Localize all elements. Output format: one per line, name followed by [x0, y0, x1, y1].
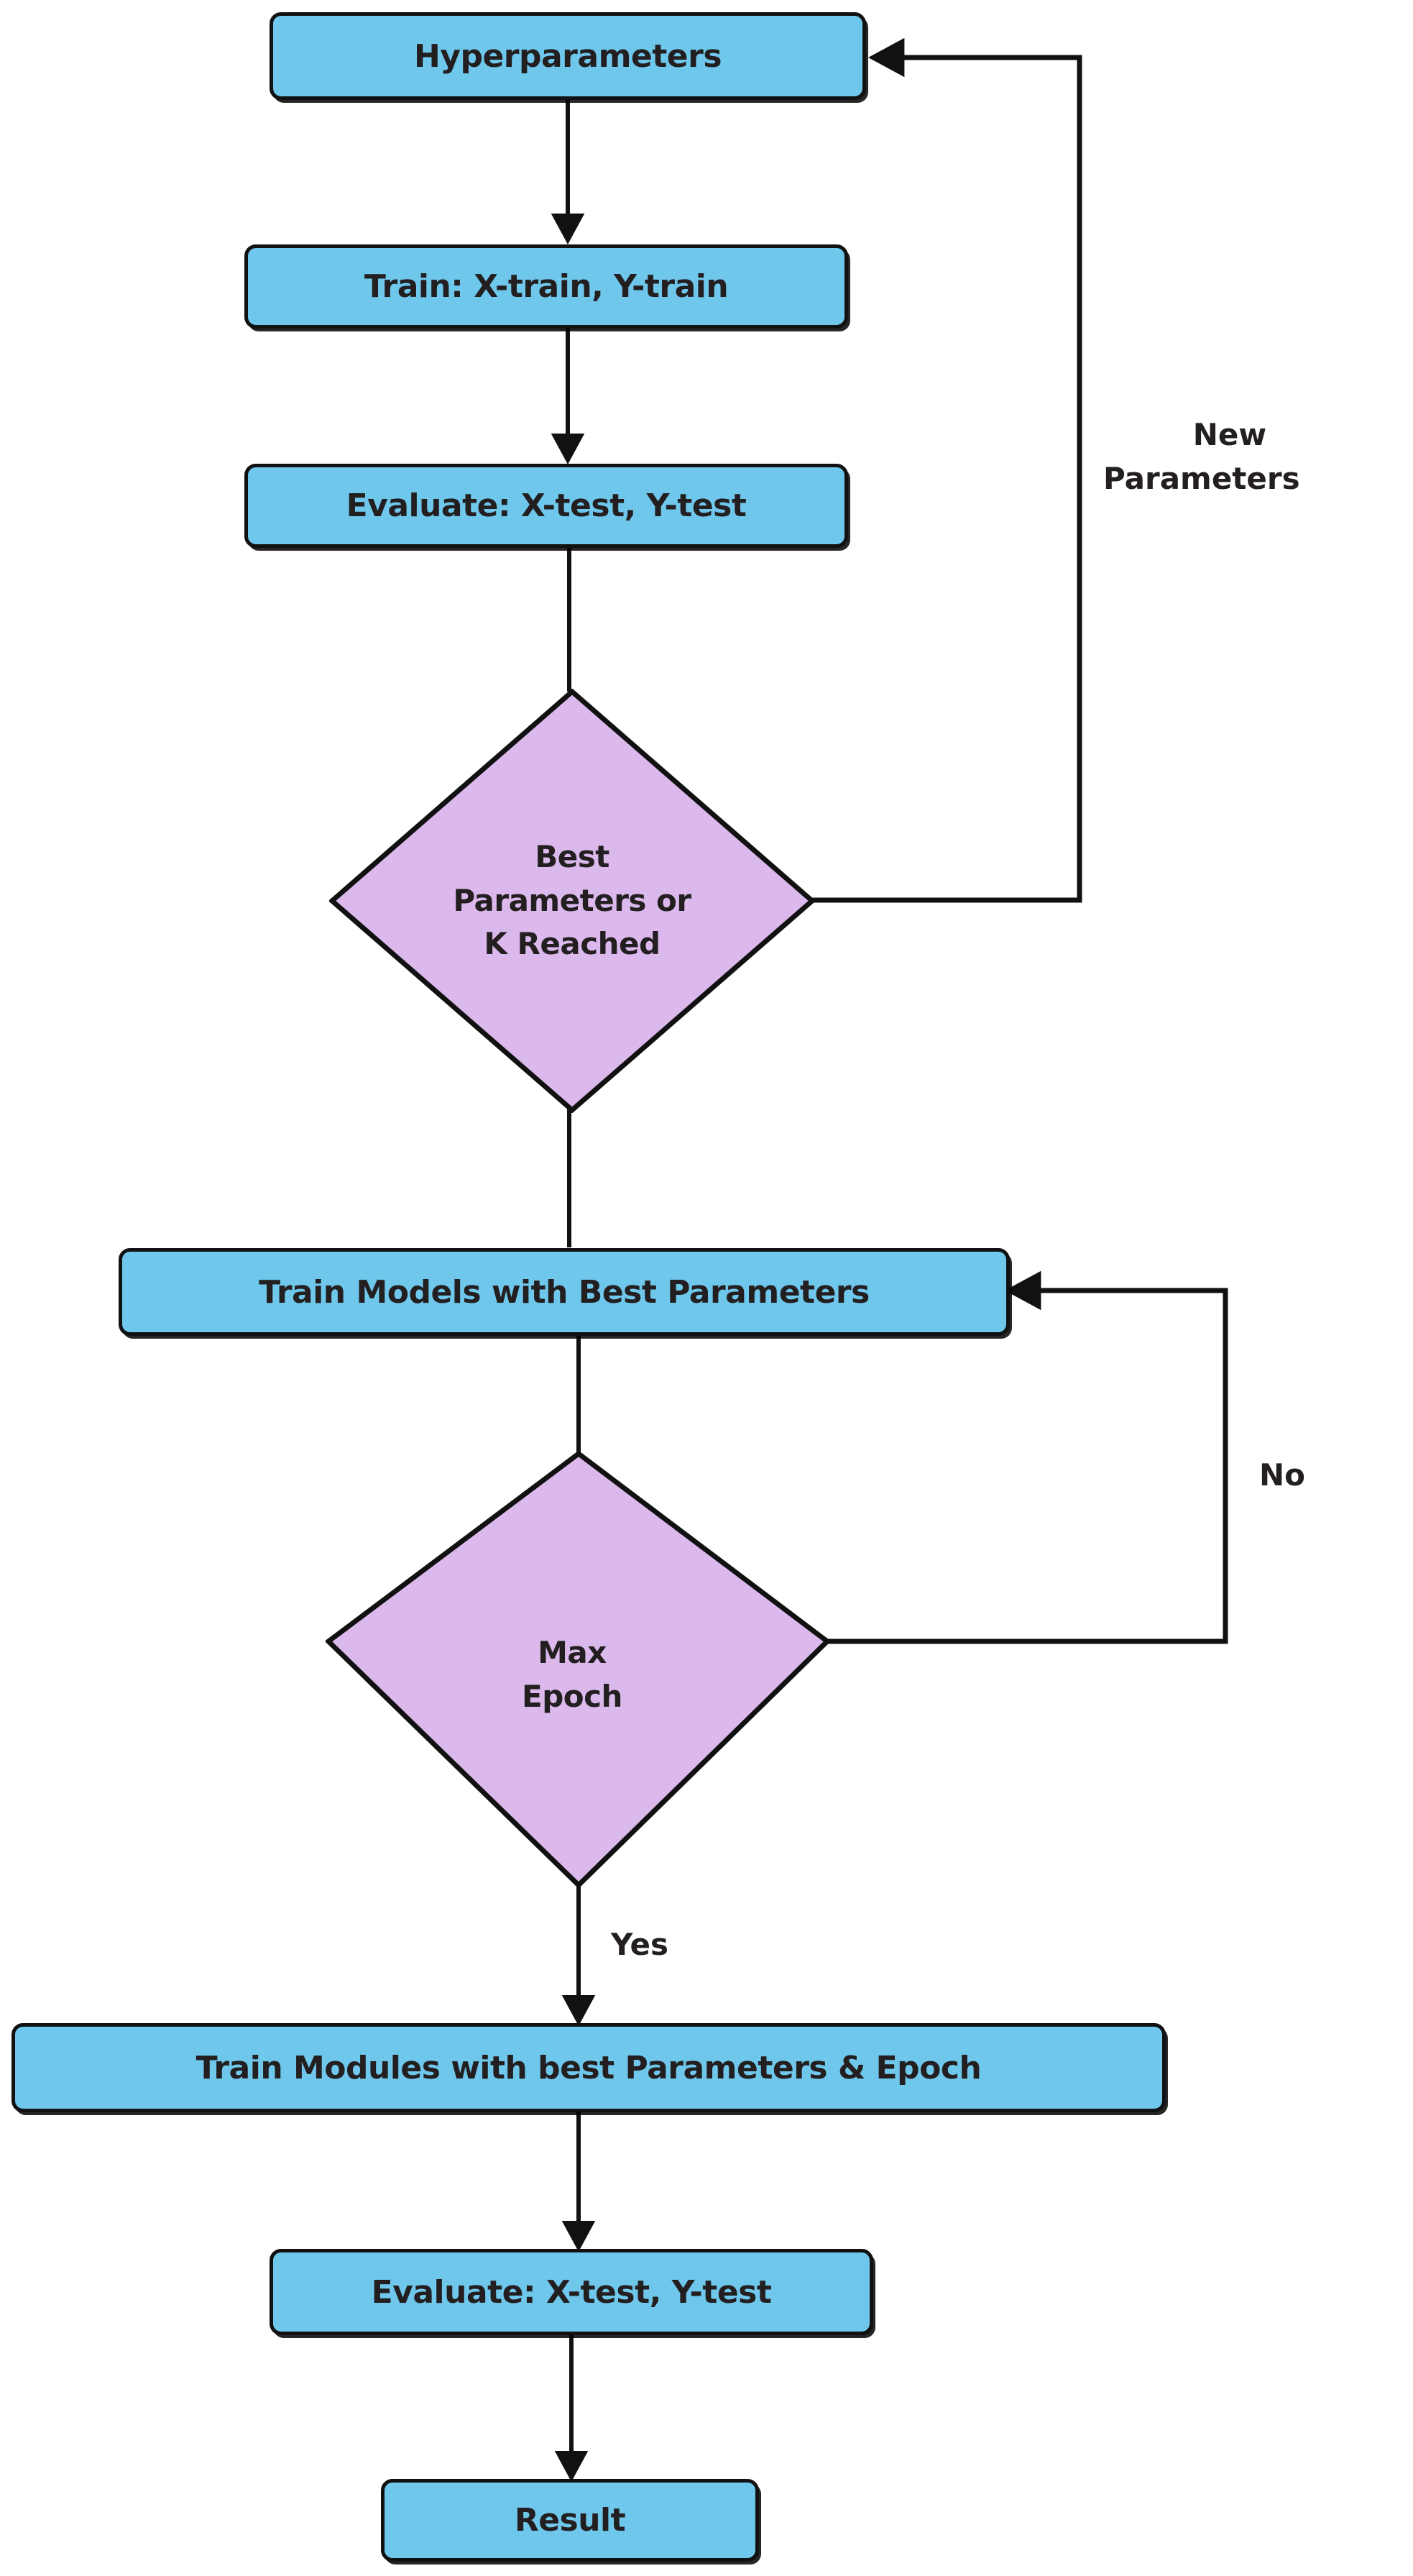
node-best-params-k[interactable]: Best Parameters or K Reached: [329, 689, 815, 1113]
node-evaluate-xy-2-label: Evaluate: X-test, Y-test: [371, 2273, 772, 2311]
edge-label-new-parameters: New Parameters: [1103, 413, 1405, 501]
node-max-epoch[interactable]: Max Epoch: [326, 1451, 830, 1888]
node-train-xy[interactable]: Train: X-train, Y-train: [244, 244, 848, 329]
node-result[interactable]: Result: [381, 2479, 759, 2562]
edge-no-loop: [828, 1270, 1228, 1644]
node-train-xy-label: Train: X-train, Y-train: [364, 268, 729, 305]
node-result-label: Result: [514, 2502, 626, 2539]
edge-label-new-parameters-line1: New: [1192, 417, 1267, 452]
node-evaluate-xy-label: Evaluate: X-test, Y-test: [346, 487, 747, 524]
edge-new-parameters-loop: [812, 37, 1082, 903]
node-evaluate-xy[interactable]: Evaluate: X-test, Y-test: [244, 464, 848, 548]
node-train-modules-best-epoch[interactable]: Train Modules with best Parameters & Epo…: [11, 2023, 1166, 2112]
diamond-shape-max-epoch: [326, 1451, 830, 1888]
node-train-models-best-label: Train Models with Best Parameters: [259, 1273, 870, 1311]
node-train-modules-best-epoch-label: Train Modules with best Parameters & Epo…: [195, 2049, 982, 2086]
node-evaluate-xy-2[interactable]: Evaluate: X-test, Y-test: [270, 2249, 873, 2335]
diamond-shape-best-params: [329, 689, 815, 1113]
node-hyperparameters-label: Hyperparameters: [413, 37, 722, 75]
edge-label-yes: Yes: [611, 1927, 669, 1962]
node-train-models-best[interactable]: Train Models with Best Parameters: [119, 1248, 1010, 1336]
node-hyperparameters[interactable]: Hyperparameters: [270, 12, 866, 100]
edge-label-no: No: [1259, 1457, 1306, 1493]
edge-label-new-parameters-line2: Parameters: [1103, 460, 1300, 496]
